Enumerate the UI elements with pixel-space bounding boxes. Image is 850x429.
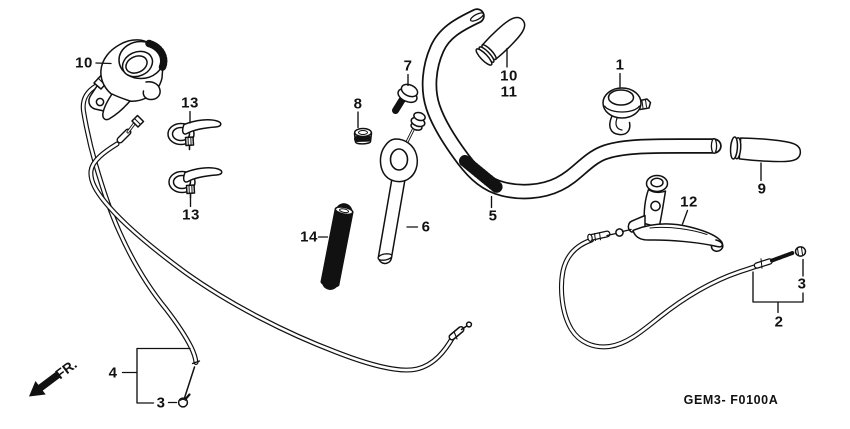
callout-3-right: 3 xyxy=(797,275,807,293)
right-grip-drawing xyxy=(729,136,802,163)
throttle-cable-drawing xyxy=(88,114,473,373)
callout-leader-lines xyxy=(95,47,804,404)
drawing-code: GEM3- F0100A xyxy=(683,393,779,407)
spring-tube-drawing xyxy=(320,203,354,292)
handlebar-drawing xyxy=(421,8,722,200)
callout-11: 11 xyxy=(500,83,518,101)
cable-4-drawing xyxy=(80,83,201,408)
callout-14: 14 xyxy=(300,228,318,246)
nut-drawing xyxy=(353,127,373,145)
front-direction-arrow xyxy=(29,371,61,397)
callout-1: 1 xyxy=(615,56,625,74)
callout-7: 7 xyxy=(403,57,413,75)
cable-clamp-upper-drawing xyxy=(167,119,222,151)
callout-8: 8 xyxy=(353,95,363,113)
brake-lever-drawing xyxy=(627,174,724,252)
callout-5: 5 xyxy=(488,207,498,225)
callout-13-upper: 13 xyxy=(181,94,199,112)
brake-cable-drawing xyxy=(559,228,807,350)
stem-drawing xyxy=(377,111,426,265)
callout-12: 12 xyxy=(680,193,698,211)
callout-2: 2 xyxy=(774,313,784,331)
callout-4: 4 xyxy=(108,364,118,382)
cable-clamp-lower-drawing xyxy=(168,167,223,199)
callout-13-lower: 13 xyxy=(182,206,200,224)
callout-3-left: 3 xyxy=(156,394,166,412)
bolt-drawing xyxy=(392,83,419,114)
throttle-housing-drawing xyxy=(88,39,168,121)
bell-drawing xyxy=(602,87,652,136)
callout-6: 6 xyxy=(421,218,431,236)
callout-9: 9 xyxy=(757,180,767,198)
left-grip-drawing xyxy=(475,16,526,66)
callout-10-grip: 10 xyxy=(500,67,518,85)
callout-10-housing: 10 xyxy=(75,54,93,72)
